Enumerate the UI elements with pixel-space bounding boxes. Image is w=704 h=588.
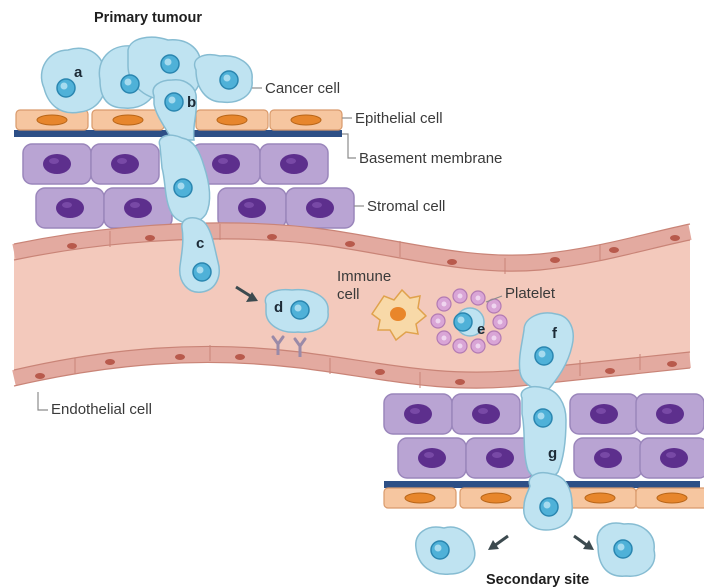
stromal-cell-label: Stromal cell — [367, 198, 445, 215]
step-label-d: d — [274, 299, 283, 316]
secondary-site-title: Secondary site — [486, 572, 589, 588]
epithelial-cell-icon — [196, 110, 268, 130]
immune-cell-label-line2: cell — [337, 286, 360, 303]
basement-membrane-label: Basement membrane — [359, 150, 502, 167]
cancer-cell-label: Cancer cell — [265, 80, 340, 97]
step-label-b: b — [187, 94, 196, 111]
immune-cell-label-line1: Immune — [337, 268, 391, 285]
platelet-label: Platelet — [505, 285, 556, 302]
cancer-cell-icon — [220, 71, 238, 89]
step-label-a: a — [74, 64, 83, 81]
step-label-c: c — [196, 235, 204, 252]
stromal-cell-icon — [36, 188, 104, 228]
step-label-g: g — [548, 445, 557, 462]
platelet-icon — [437, 297, 451, 311]
endothelial-cell-label: Endothelial cell — [51, 401, 152, 418]
epithelial-cell-label: Epithelial cell — [355, 110, 443, 127]
primary-tumour-title: Primary tumour — [94, 10, 202, 26]
blood-vessel — [14, 223, 690, 388]
step-label-e: e — [477, 321, 485, 338]
